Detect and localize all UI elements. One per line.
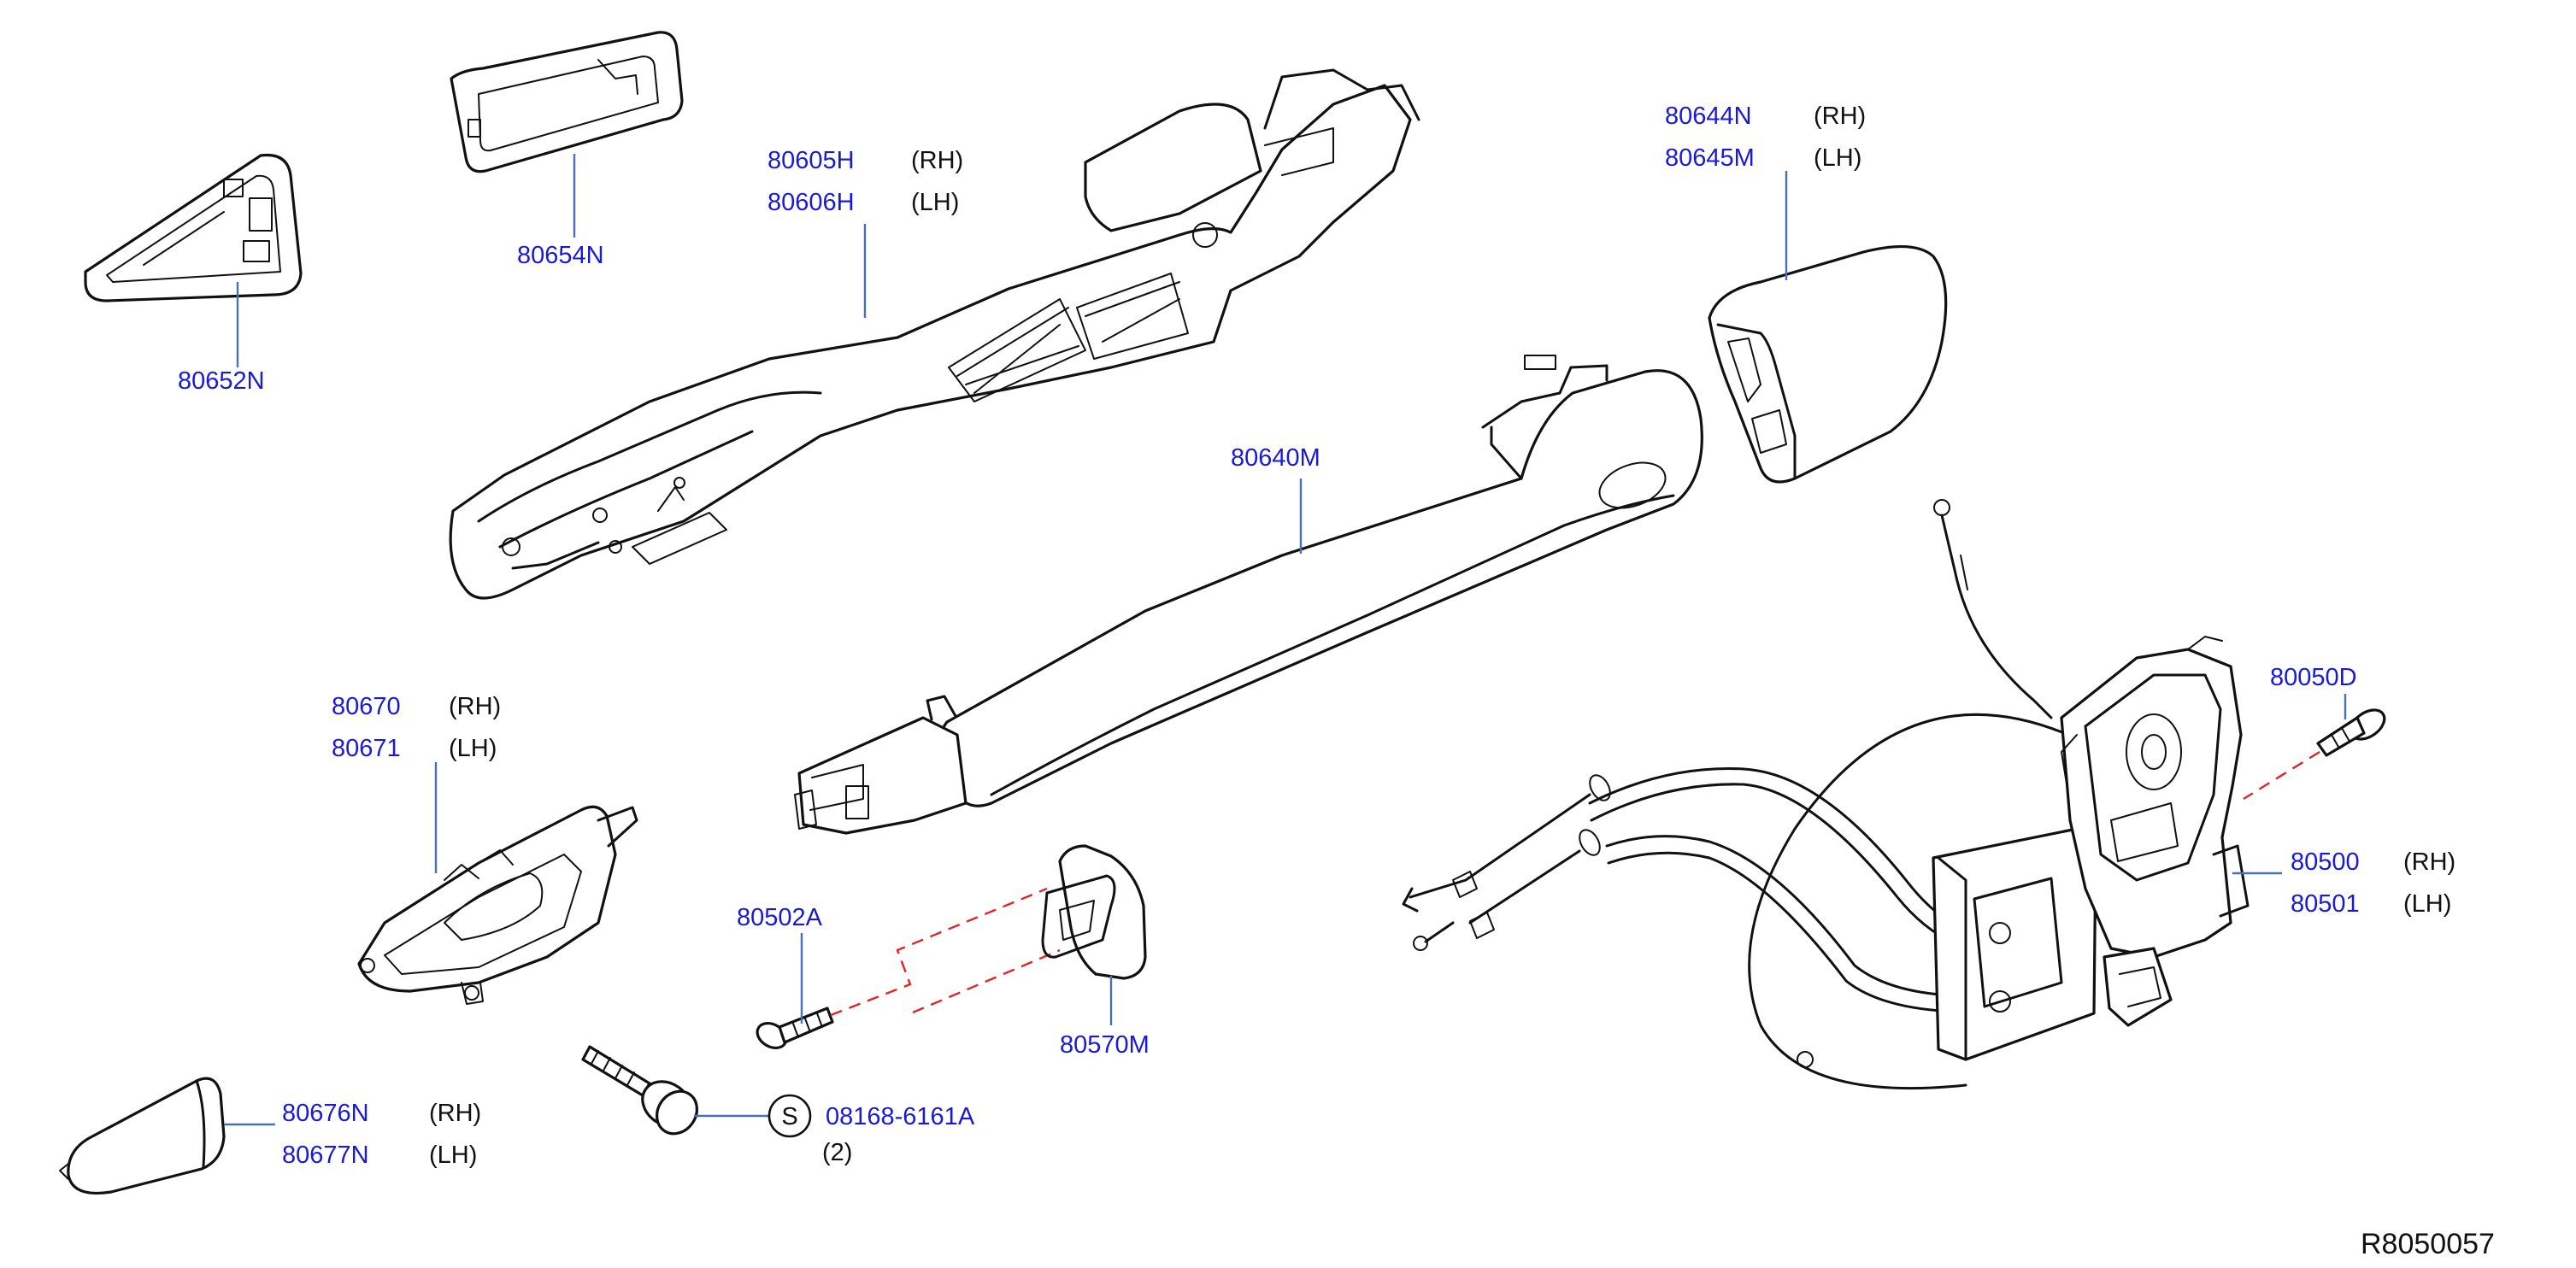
side-80671: (LH)	[449, 735, 497, 762]
part-number-80570M[interactable]: 80570M	[1060, 1031, 1150, 1059]
part-number-80677N[interactable]: 80677N	[282, 1142, 369, 1169]
side-80606H: (LH)	[911, 189, 959, 216]
part-number-80676N[interactable]: 80676N	[282, 1100, 369, 1127]
part-number-80605H[interactable]: 80605H	[768, 147, 855, 174]
part-number-80671[interactable]: 80671	[332, 735, 401, 762]
side-80605H: (RH)	[911, 147, 963, 174]
part-number-80050D[interactable]: 80050D	[2270, 664, 2357, 691]
part-number-80606H[interactable]: 80606H	[768, 189, 855, 216]
screw-80050D	[2316, 708, 2386, 757]
cylinder-cap-80676N	[59, 1077, 226, 1195]
gasket-80654N	[450, 31, 684, 173]
end-cap-80644N	[1708, 245, 1948, 484]
lock-actuator-80500	[1402, 499, 2250, 1090]
side-80670: (RH)	[449, 693, 501, 720]
part-number-80670[interactable]: 80670	[332, 693, 401, 720]
handle-grip-80640M	[794, 355, 1703, 835]
part-number-80654N[interactable]: 80654N	[517, 242, 604, 269]
part-number-80640M[interactable]: 80640M	[1231, 444, 1320, 472]
quantity-08168-6161A: (2)	[822, 1139, 852, 1166]
striker-80570M	[1041, 844, 1147, 980]
bolt-08168-6161A	[581, 1045, 698, 1136]
s-symbol: S	[781, 1103, 797, 1130]
s-symbol-circle	[768, 1094, 812, 1138]
part-number-80645M[interactable]: 80645M	[1665, 144, 1755, 172]
part-number-80500[interactable]: 80500	[2291, 848, 2360, 876]
part-number-08168-6161A[interactable]: 08168-6161A	[826, 1103, 975, 1130]
bezel-80652N	[84, 153, 303, 302]
dashed-alignment-80502A	[830, 887, 1061, 1017]
side-80644N: (RH)	[1814, 103, 1866, 130]
handle-bracket-80605H	[449, 68, 1420, 600]
inside-handle-80670	[357, 805, 638, 1005]
side-80677N: (LH)	[429, 1142, 477, 1169]
part-number-80652N[interactable]: 80652N	[178, 367, 265, 395]
part-number-80501[interactable]: 80501	[2291, 890, 2360, 918]
side-80500: (RH)	[2403, 848, 2455, 876]
side-80645M: (LH)	[1814, 144, 1861, 172]
screw-80502A	[756, 1007, 834, 1050]
reference-code: R8050057	[2361, 1228, 2495, 1260]
side-80501: (LH)	[2403, 890, 2451, 918]
dashed-alignment-80050D	[2243, 750, 2320, 801]
side-80676N: (RH)	[429, 1100, 481, 1127]
part-number-80502A[interactable]: 80502A	[737, 904, 823, 931]
part-number-80644N[interactable]: 80644N	[1665, 103, 1752, 130]
